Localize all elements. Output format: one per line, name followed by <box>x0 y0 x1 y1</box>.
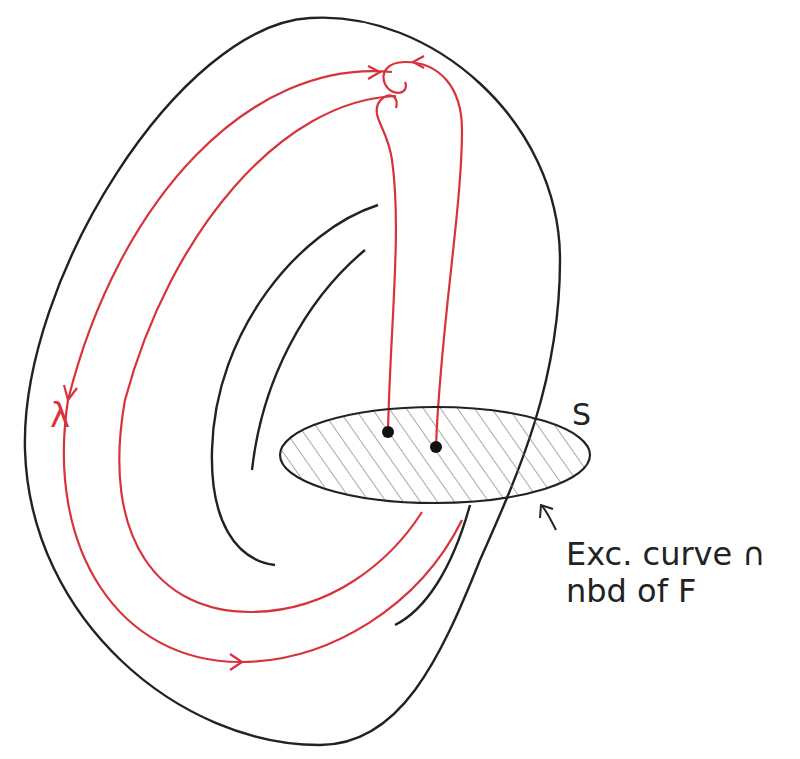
leader-arrow <box>540 505 556 530</box>
point <box>430 441 442 453</box>
curve-label: λ <box>50 396 70 435</box>
disk-outline <box>280 407 590 503</box>
disk-shading <box>280 407 590 503</box>
point <box>382 426 394 438</box>
callout-note: Exc. curve ∩ nbd of F <box>566 536 771 610</box>
surface-label: S <box>572 398 591 433</box>
outer-boundary <box>25 18 560 745</box>
inner-boundary <box>212 205 378 565</box>
lambda-curve <box>64 56 462 670</box>
